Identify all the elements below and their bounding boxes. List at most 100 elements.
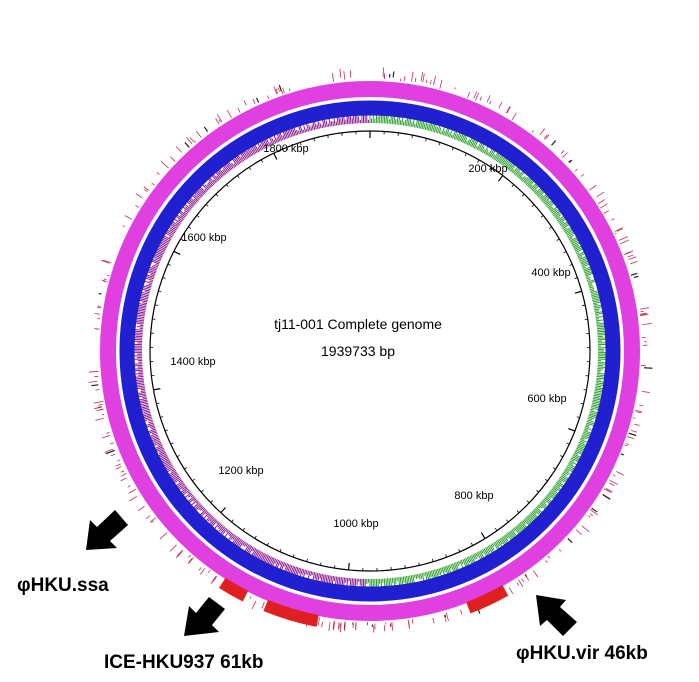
gc-skew-bar (594, 310, 599, 312)
outer-tick (443, 614, 447, 623)
outer-tick (403, 76, 406, 82)
axis-tick (286, 147, 289, 151)
outer-tick (277, 87, 281, 92)
outer-tick (411, 71, 414, 82)
gc-skew-bar (589, 288, 595, 291)
gc-skew-bar (149, 425, 155, 429)
outer-tick (261, 601, 265, 609)
gc-skew-bar (549, 490, 557, 497)
outer-tick (88, 370, 99, 373)
gc-skew-bar (563, 227, 568, 231)
gc-skew-bar (565, 229, 574, 235)
outer-tick (249, 596, 252, 599)
gc-skew-bar (181, 485, 187, 490)
outer-tick (628, 432, 637, 437)
outer-tick (332, 72, 334, 82)
gc-skew-bar (396, 115, 399, 125)
gc-skew-bar (168, 236, 173, 239)
gc-skew-bar (311, 124, 314, 131)
gc-skew-bar (177, 219, 183, 223)
gc-skew-bar (142, 302, 148, 305)
gc-skew-bar (144, 290, 150, 294)
arrow-icon (184, 597, 225, 636)
gc-skew-bar (596, 322, 605, 325)
gc-skew-bar (404, 119, 407, 126)
axis-tick (153, 388, 161, 391)
gc-skew-bar (491, 154, 496, 159)
gc-skew-bar (552, 209, 559, 215)
gc-skew-bar (205, 511, 209, 515)
gc-skew-bar (591, 295, 600, 298)
outer-tick (100, 260, 110, 264)
outer-tick (188, 554, 192, 558)
gc-skew-bar (310, 571, 313, 577)
axis-tick (173, 250, 181, 256)
gc-skew-bar (156, 251, 164, 256)
axis-tick (205, 204, 209, 207)
gc-skew-bar (399, 119, 402, 126)
gc-skew-bar (252, 547, 256, 552)
outer-tick (603, 488, 608, 491)
outer-tick (603, 210, 610, 214)
island-block-phi-vir (466, 585, 509, 614)
outer-tick (574, 168, 578, 172)
gc-skew-bar (561, 474, 570, 480)
gc-skew-bar (234, 158, 239, 165)
gc-skew-bar (582, 431, 592, 436)
axis-tick (470, 542, 474, 546)
axis-tick (511, 184, 515, 188)
outer-tick (439, 79, 443, 90)
outer-tick (103, 278, 107, 281)
outer-tick (159, 532, 168, 540)
axis-tick (273, 152, 278, 160)
gc-skew-bar (176, 214, 184, 220)
axis-tick (566, 442, 570, 445)
outer-tick (639, 307, 650, 310)
gc-skew-bar (170, 472, 178, 478)
gc-skew-bar (556, 480, 565, 487)
axis-label-600: 600 kbp (527, 393, 566, 405)
outer-tick (516, 582, 520, 586)
outer-tick (122, 225, 125, 227)
gc-skew-bar (562, 472, 567, 477)
gc-skew-bar (142, 411, 151, 416)
gc-skew-bar (178, 479, 183, 483)
outer-tick (618, 236, 628, 241)
gc-skew-bar (153, 264, 159, 268)
gc-skew-bar (209, 516, 215, 523)
outer-tick (608, 482, 615, 487)
axis-tick (188, 226, 192, 229)
outer-tick (616, 471, 625, 476)
outer-tick (213, 576, 218, 581)
axis-tick (418, 562, 420, 566)
gc-skew-bar (593, 304, 603, 308)
outer-tick (505, 106, 511, 114)
outer-tick (101, 279, 106, 282)
outer-tick (337, 622, 340, 630)
gc-skew-bar (246, 150, 251, 158)
axis-tick (411, 135, 413, 139)
axis-tick (574, 290, 582, 294)
outer-tick (280, 89, 284, 95)
outer-tick (506, 106, 511, 114)
gc-skew-bar (158, 449, 165, 453)
outer-tick (602, 494, 611, 500)
outer-tick (632, 417, 636, 419)
gc-skew-bar (415, 574, 418, 580)
outer-tick (106, 432, 110, 434)
gc-skew-bar (590, 291, 600, 295)
axis-tick (560, 455, 564, 458)
axis-tick (154, 304, 158, 306)
outer-tick (558, 549, 562, 552)
axis-tick (242, 527, 245, 531)
gc-skew-bar (449, 564, 452, 569)
gc-skew-bar (394, 119, 397, 125)
gc-skew-bar (521, 176, 526, 181)
outer-tick (609, 479, 619, 485)
axis-tick (156, 402, 160, 405)
gc-skew-bar (140, 388, 146, 391)
gc-skew-bar (593, 394, 601, 398)
axis-tick (220, 507, 226, 514)
outer-tick (547, 555, 551, 559)
gc-skew-bar (185, 206, 191, 212)
